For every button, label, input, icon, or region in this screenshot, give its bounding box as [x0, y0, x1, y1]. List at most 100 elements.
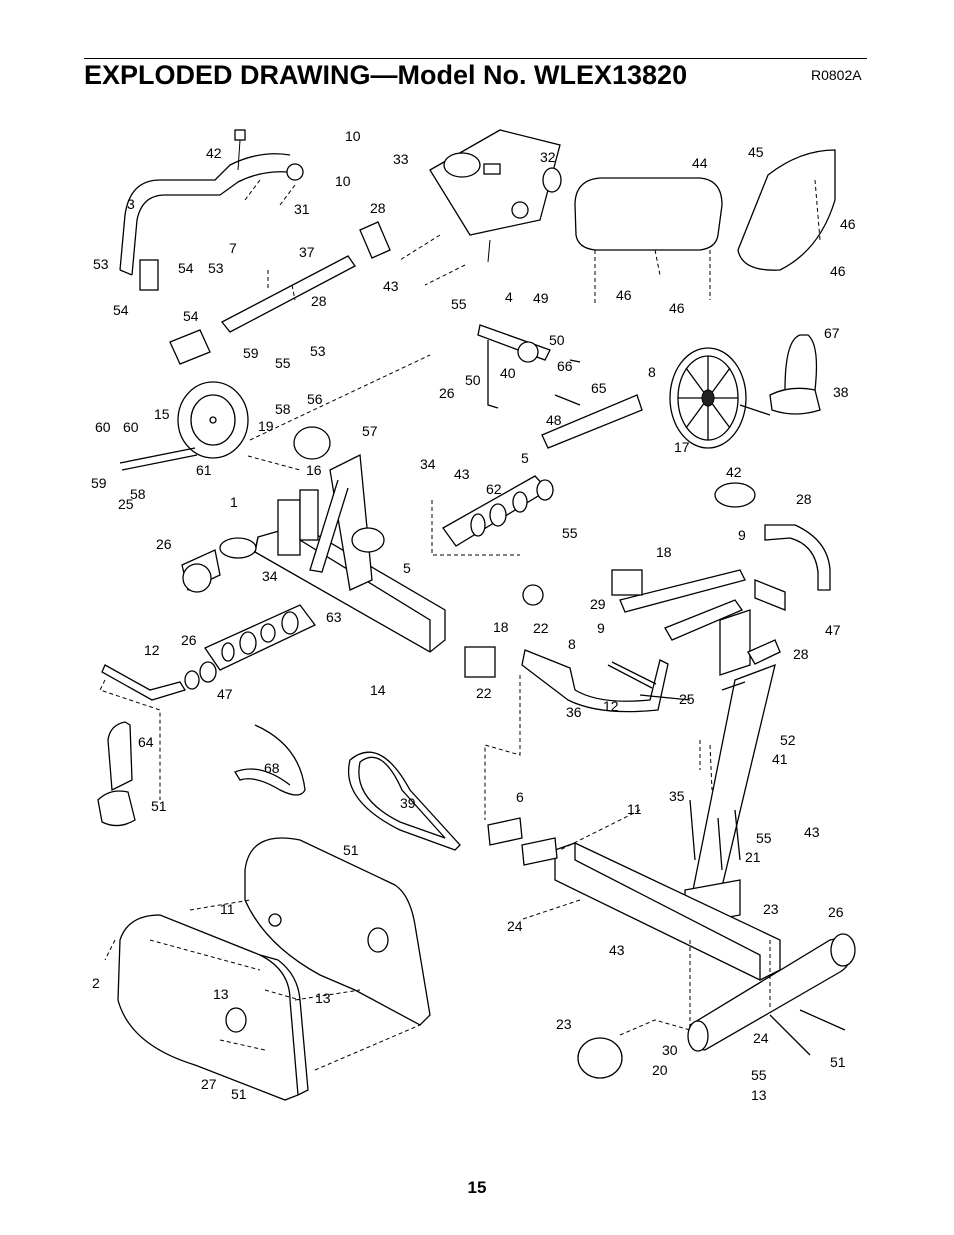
- part-callout-47: 47: [825, 622, 841, 638]
- part-callout-24: 24: [507, 918, 523, 934]
- part-callout-60: 60: [95, 419, 111, 435]
- part-callout-3: 3: [127, 196, 135, 212]
- part-callout-65: 65: [591, 380, 607, 396]
- part-callout-46: 46: [669, 300, 685, 316]
- part-callout-55: 55: [451, 296, 467, 312]
- part-callout-60: 60: [123, 419, 139, 435]
- part-callout-13: 13: [315, 990, 331, 1006]
- part-callout-26: 26: [156, 536, 172, 552]
- part-callout-50: 50: [549, 332, 565, 348]
- part-callout-10: 10: [335, 173, 351, 189]
- part-callout-7: 7: [229, 240, 237, 256]
- right-pedal: [769, 334, 821, 415]
- part-callout-51: 51: [231, 1086, 247, 1102]
- part-callout-43: 43: [804, 824, 820, 840]
- part-callout-33: 33: [393, 151, 409, 167]
- main-frame: [181, 453, 446, 653]
- bearing-sets: [204, 475, 554, 671]
- part-callout-51: 51: [343, 842, 359, 858]
- part-callout-11: 11: [220, 901, 235, 917]
- part-callout-17: 17: [674, 439, 690, 455]
- part-callout-55: 55: [275, 355, 291, 371]
- part-callout-68: 68: [264, 760, 280, 776]
- part-callout-66: 66: [557, 358, 573, 374]
- part-callout-59: 59: [243, 345, 259, 361]
- part-callout-8: 8: [648, 364, 656, 380]
- flywheel: [119, 354, 431, 471]
- part-callout-63: 63: [326, 609, 342, 625]
- part-callout-23: 23: [763, 901, 779, 917]
- part-callout-27: 27: [201, 1076, 217, 1092]
- console: [429, 129, 562, 263]
- top-rule: [84, 58, 867, 59]
- part-callout-50: 50: [465, 372, 481, 388]
- part-callout-28: 28: [311, 293, 327, 309]
- part-callout-40: 40: [500, 365, 516, 381]
- part-callout-31: 31: [294, 201, 310, 217]
- part-callout-26: 26: [181, 632, 197, 648]
- part-callout-55: 55: [751, 1067, 767, 1083]
- part-callout-57: 57: [362, 423, 378, 439]
- rear-stabilizer: [577, 933, 856, 1079]
- part-callout-46: 46: [616, 287, 632, 303]
- part-callout-55: 55: [756, 830, 772, 846]
- part-callout-38: 38: [833, 384, 849, 400]
- part-callout-44: 44: [692, 155, 708, 171]
- part-callout-39: 39: [400, 795, 416, 811]
- part-callout-49: 49: [533, 290, 549, 306]
- part-callout-20: 20: [652, 1062, 668, 1078]
- part-callout-2: 2: [92, 975, 100, 991]
- part-callout-22: 22: [533, 620, 549, 636]
- part-callout-12: 12: [144, 642, 160, 658]
- part-callout-59: 59: [91, 475, 107, 491]
- part-callout-36: 36: [566, 704, 582, 720]
- part-callout-26: 26: [828, 904, 844, 920]
- part-callout-22: 22: [476, 685, 492, 701]
- part-callout-43: 43: [609, 942, 625, 958]
- part-callout-28: 28: [793, 646, 809, 662]
- part-callout-30: 30: [662, 1042, 678, 1058]
- part-callout-24: 24: [753, 1030, 769, 1046]
- part-callout-1: 1: [230, 494, 238, 510]
- part-callout-19: 19: [258, 418, 274, 434]
- crossbar-assembly: [169, 221, 391, 365]
- part-callout-54: 54: [178, 260, 194, 276]
- part-callout-53: 53: [310, 343, 326, 359]
- part-callout-46: 46: [830, 263, 846, 279]
- page-number: 15: [467, 1178, 487, 1197]
- crank-arm-left: [99, 661, 217, 800]
- part-callout-8: 8: [568, 636, 576, 652]
- part-callout-15: 15: [154, 406, 170, 422]
- part-callout-53: 53: [208, 260, 224, 276]
- part-callout-43: 43: [383, 278, 399, 294]
- pulley-wheel: [669, 347, 771, 449]
- part-callout-61: 61: [196, 462, 212, 478]
- part-callout-26: 26: [439, 385, 455, 401]
- part-callout-54: 54: [183, 308, 199, 324]
- part-callout-62: 62: [486, 481, 502, 497]
- part-callout-47: 47: [217, 686, 233, 702]
- part-callout-9: 9: [738, 527, 746, 543]
- part-callout-9: 9: [597, 620, 605, 636]
- part-callout-6: 6: [516, 789, 524, 805]
- part-callout-42: 42: [206, 145, 222, 161]
- left-pedal: [97, 721, 136, 827]
- seat-back: [737, 149, 836, 271]
- part-callout-41: 41: [772, 751, 788, 767]
- seat-post: [684, 663, 776, 926]
- part-callout-53: 53: [93, 256, 109, 272]
- part-callout-25: 25: [118, 496, 134, 512]
- part-callout-48: 48: [546, 412, 562, 428]
- part-callout-10: 10: [345, 128, 361, 144]
- part-callout-25: 25: [679, 691, 695, 707]
- part-callout-11: 11: [627, 801, 642, 817]
- seat-rail-assembly: [521, 482, 831, 713]
- part-callout-35: 35: [669, 788, 685, 804]
- part-callout-13: 13: [751, 1087, 767, 1103]
- part-callout-18: 18: [493, 619, 509, 635]
- part-callout-4: 4: [505, 289, 513, 305]
- part-callout-13: 13: [213, 986, 229, 1002]
- part-callout-54: 54: [113, 302, 129, 318]
- part-callout-43: 43: [454, 466, 470, 482]
